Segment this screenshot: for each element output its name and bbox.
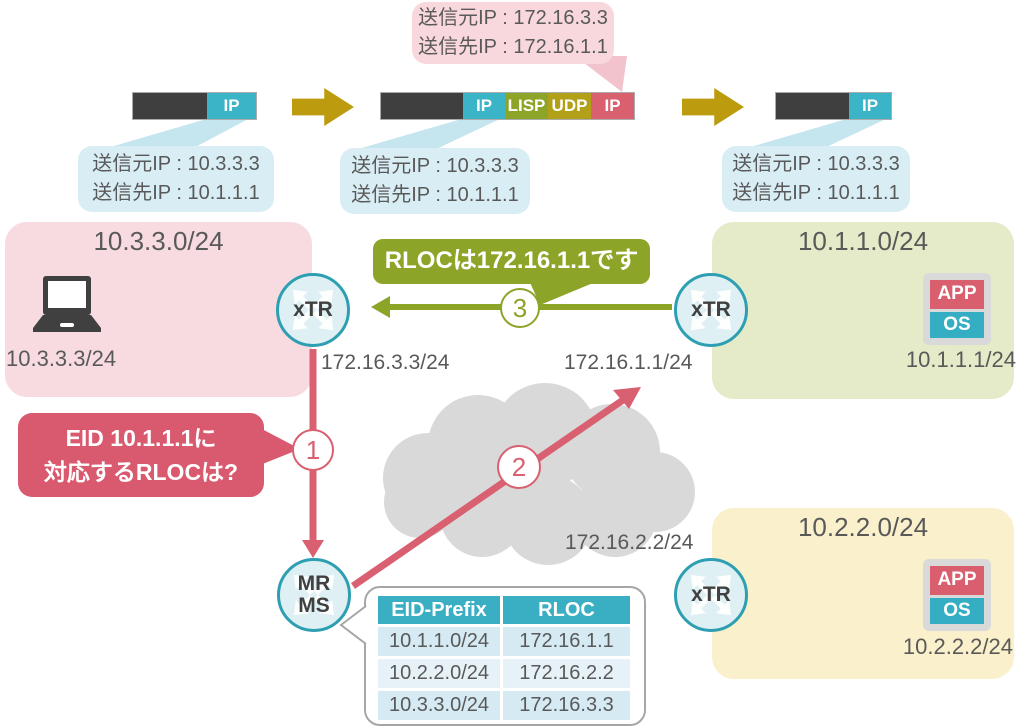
packet-bar-original-left: IP [132,92,257,120]
xtr-site3-rloc-label: 172.16.3.3/24 [321,351,450,374]
eid-query-line1: EID 10.1.1.1に [65,424,217,451]
rloc-reply-callout: RLOCは172.16.1.1です [373,239,650,284]
xtr-site1-node: xTR [674,273,748,347]
xtr-label: xTR [293,297,333,321]
table-cell: 172.16.3.3 [503,691,630,720]
dst-ip: 送信先IP : 10.1.1.1 [351,184,519,206]
xtr-site1-rloc-label: 172.16.1.1/24 [564,351,693,374]
ip-header-segment: IP [849,93,891,119]
eid-query-callout-tail [260,428,300,465]
udp-header-segment: UDP [548,93,591,119]
table-cell: 172.16.1.1 [503,627,630,656]
step1-badge: 1 [292,429,334,471]
ms-label: MS [298,594,330,617]
rloc-reply-callout-tail [528,278,605,305]
router-arrows-icon [293,574,335,616]
src-ip: 送信元IP : 10.3.3.3 [92,153,260,175]
router-arrows-icon [690,289,732,331]
dst-ip: 送信先IP : 10.1.1.1 [732,182,900,204]
xtr-label: xTR [691,297,731,321]
step2-badge: 2 [497,445,541,489]
inner-ip-callout-right: 送信元IP : 10.3.3.3 送信先IP : 10.1.1.1 [722,146,910,212]
inner-ip-header-segment: IP [463,93,505,119]
os-box: OS [930,597,984,624]
mr-label: MR [297,571,331,595]
src-ip: 送信元IP : 10.3.3.3 [351,155,519,177]
step2-arrow [351,387,641,589]
table-cell: 172.16.2.2 [503,659,630,688]
column-header-eid-prefix: EID-Prefix [378,596,500,624]
site3-title: 10.3.3.0/24 [93,226,224,256]
site1-host-device: APP OS [923,273,991,345]
payload-segment [381,93,463,119]
dst-ip: 送信先IP : 10.1.1.1 [92,182,260,204]
xtr-site2-node: xTR [674,558,748,632]
eid-query-line2: 対応するRLOCは? [43,459,239,485]
site2-title: 10.2.2.0/24 [797,512,929,542]
router-arrows-icon [292,289,334,331]
inner-left-callout-tail [100,118,250,150]
outer-ip-callout: 送信元IP : 172.16.3.3 送信先IP : 172.16.1.1 [412,2,614,64]
lisp-header-segment: LISP [505,93,548,119]
outer-ip-header-segment: IP [591,93,634,119]
site3-host-address: 10.3.3.3/24 [6,346,117,371]
xtr-site3-node: xTR [276,273,350,347]
inner-right-callout-tail [740,118,888,150]
site1-host-address: 10.1.1.1/24 [905,347,1016,372]
outer-callout-tail [575,56,627,92]
rloc-reply-text: RLOCは172.16.1.1です [384,247,639,275]
map-resolver-server-node: MR MS [277,558,351,632]
site2-host-address: 10.2.2.2/24 [902,634,1013,659]
xtr-site2-rloc-label: 172.16.2.2/24 [565,531,694,554]
src-ip: 送信元IP : 10.3.3.3 [732,153,900,175]
packet-bar-encapsulated: IP LISP UDP IP [380,92,635,120]
inner-ip-callout-left: 送信元IP : 10.3.3.3 送信先IP : 10.1.1.1 [78,146,274,212]
app-box: APP [930,280,984,309]
xtr-label: xTR [691,582,731,606]
laptop-icon [33,276,101,332]
eid-rloc-mapping-table: EID-Prefix RLOC 10.1.1.0/24 172.16.1.1 1… [378,596,630,720]
column-header-rloc: RLOC [503,596,630,624]
step3-badge: 3 [500,288,540,328]
outer-src-ip: 送信元IP : 172.16.3.3 [418,7,608,29]
eid-query-callout: EID 10.1.1.1に 対応するRLOCは? [18,413,264,497]
inner-ip-callout-middle: 送信元IP : 10.3.3.3 送信先IP : 10.1.1.1 [340,148,530,214]
table-cell: 10.1.1.0/24 [378,627,500,656]
ip-header-segment: IP [207,93,256,119]
outer-dst-ip: 送信先IP : 172.16.1.1 [418,36,608,58]
table-cell: 10.3.3.0/24 [378,691,500,720]
table-cell: 10.2.2.0/24 [378,659,500,688]
app-box: APP [930,566,984,595]
site1-title: 10.1.1.0/24 [797,226,929,256]
router-arrows-icon [690,574,732,616]
os-box: OS [930,311,984,338]
site2-host-device: APP OS [923,559,991,631]
payload-segment [133,93,207,119]
payload-segment [776,93,849,119]
inner-middle-callout-tail [348,118,502,152]
packet-bar-decapsulated-right: IP [775,92,892,120]
